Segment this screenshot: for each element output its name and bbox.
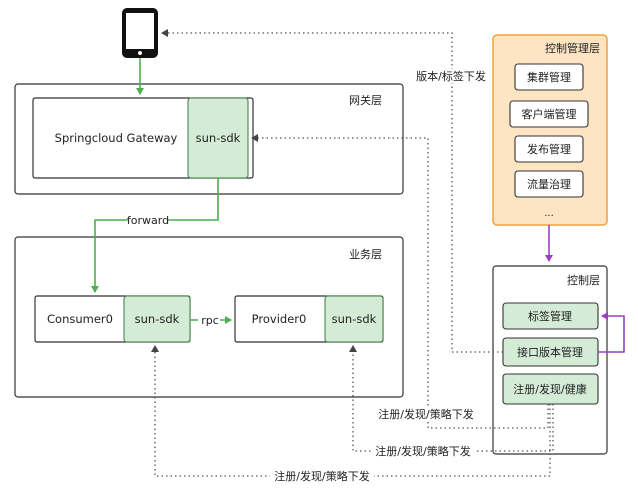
consumer-sdk-box xyxy=(123,295,191,343)
mgmt-item: 集群管理 xyxy=(514,63,584,91)
register-health-box: 注册/发现/健康 xyxy=(502,373,599,405)
register-gateway-line xyxy=(251,134,549,429)
business-layer-title: 业务层 xyxy=(349,248,382,261)
tablet-icon xyxy=(122,8,158,58)
gateway-layer: 网关层 Springcloud Gateway sun-sdk xyxy=(14,83,404,195)
version-to-tag-arrow xyxy=(598,312,625,353)
control-mgmt-title: 控制管理层 xyxy=(545,41,600,55)
mgmt-item: 发布管理 xyxy=(514,135,584,163)
gateway-sdk-label: sun-sdk xyxy=(196,131,241,145)
tag-mgmt-box: 标签管理 xyxy=(502,302,599,330)
rpc-label: rpc xyxy=(201,314,219,327)
provider-sdk-box xyxy=(324,295,384,343)
forward-label: forward xyxy=(127,214,169,227)
gateway-layer-title: 网关层 xyxy=(349,93,382,107)
svg-text:流量治理: 流量治理 xyxy=(527,177,571,191)
svg-text:注册/发现/健康: 注册/发现/健康 xyxy=(513,382,586,396)
version-push-label: 版本/标签下发 xyxy=(416,69,486,83)
provider-label: Provider0 xyxy=(252,312,307,326)
control-layer: 控制层 标签管理 接口版本管理 注册/发现/健康 xyxy=(492,265,608,455)
control-layer-title: 控制层 xyxy=(567,273,600,287)
provider-sdk-label: sun-sdk xyxy=(332,312,377,326)
svg-text:客户端管理: 客户端管理 xyxy=(522,107,577,121)
register-consumer-label: 注册/发现/策略下发 xyxy=(274,469,369,483)
svg-text:接口版本管理: 接口版本管理 xyxy=(517,345,583,359)
mgmt-item: 客户端管理 xyxy=(509,100,589,128)
control-mgmt-layer: 控制管理层 集群管理 客户端管理 发布管理 流量治理 ... xyxy=(492,34,608,226)
consumer-label: Consumer0 xyxy=(47,312,113,326)
svg-text:集群管理: 集群管理 xyxy=(527,70,571,84)
register-consumer-line xyxy=(151,345,551,477)
gateway-label: Springcloud Gateway xyxy=(55,131,178,145)
mgmt-item: 流量治理 xyxy=(514,170,584,198)
mgmt-more: ... xyxy=(544,208,554,219)
register-provider-label: 注册/发现/策略下发 xyxy=(375,444,470,458)
interface-version-box: 接口版本管理 xyxy=(502,337,599,367)
consumer-sdk-label: sun-sdk xyxy=(135,312,180,326)
register-provider-line xyxy=(349,345,554,452)
register-gateway-label: 注册/发现/策略下发 xyxy=(378,407,473,421)
svg-text:标签管理: 标签管理 xyxy=(528,309,572,323)
svg-text:发布管理: 发布管理 xyxy=(527,142,571,156)
